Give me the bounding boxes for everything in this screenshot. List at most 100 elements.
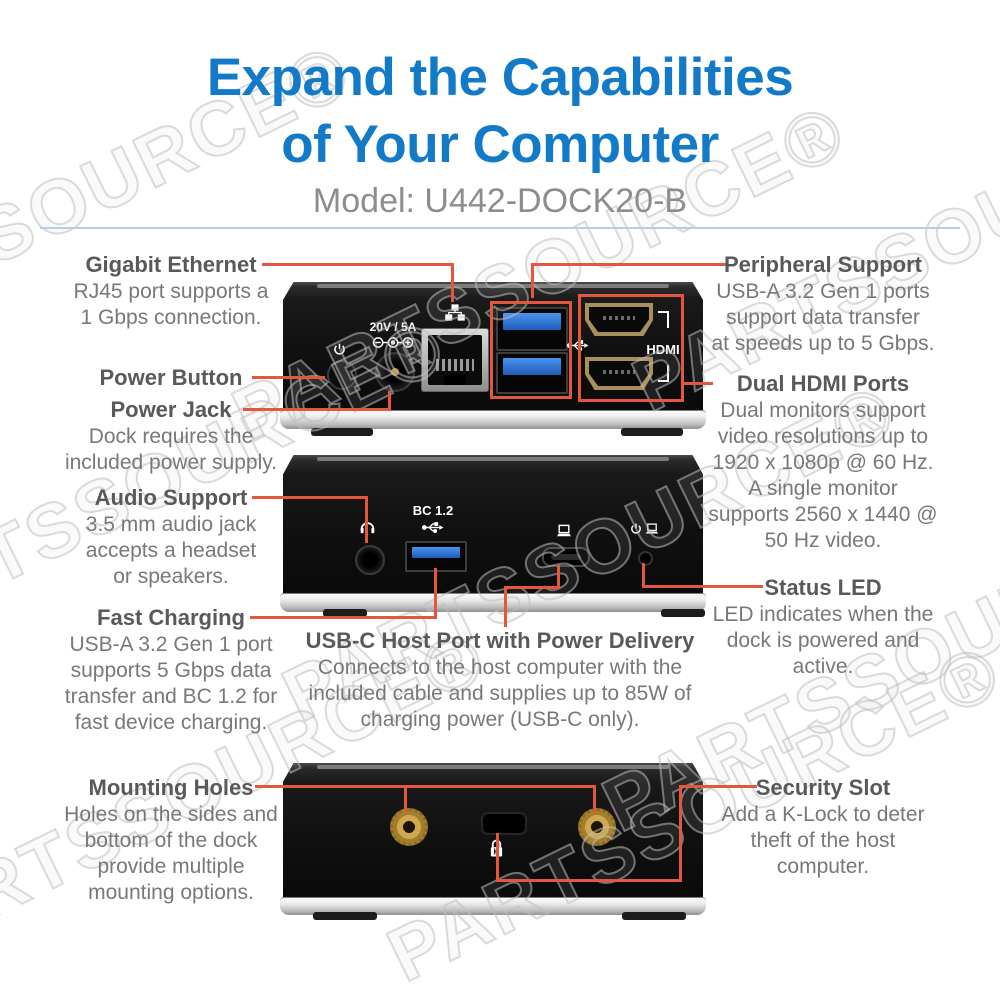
model-number: Model: U442-DOCK20-B bbox=[312, 182, 688, 220]
hdmi-pins bbox=[603, 370, 635, 374]
usb-a-tongue bbox=[412, 547, 460, 558]
power-jack bbox=[375, 352, 415, 392]
usb-icon bbox=[422, 522, 444, 534]
dock-bottom-view: K bbox=[280, 760, 706, 920]
callout-power-button: Power Button bbox=[46, 364, 296, 392]
callout-body: USB-A 3.2 Gen 1 port supports 5 Gbps dat… bbox=[64, 633, 278, 734]
dock-front-view: BC 1.2 bbox=[280, 450, 706, 622]
laptop-icon bbox=[556, 524, 572, 537]
callout-mounting-holes: Mounting Holes Holes on the sides and bo… bbox=[46, 774, 296, 906]
callout-body: 3.5 mm audio jack accepts a headset or s… bbox=[85, 513, 257, 588]
dock-front-body bbox=[283, 455, 703, 593]
mounting-hole bbox=[578, 808, 616, 846]
power-jack-pin bbox=[391, 368, 399, 376]
bc12-label: BC 1.2 bbox=[412, 503, 454, 518]
usb-c-port bbox=[542, 547, 590, 567]
callout-audio-support: Audio Support 3.5 mm audio jack accepts … bbox=[46, 484, 296, 590]
callout-line-gigabit bbox=[451, 263, 454, 302]
dock-edge-highlight bbox=[316, 284, 670, 288]
power-rating-label: 20V / 5A bbox=[369, 320, 417, 334]
hdmi-port bbox=[585, 357, 653, 390]
status-led bbox=[638, 551, 653, 566]
callout-title: Audio Support bbox=[94, 485, 248, 510]
callout-title: Mounting Holes bbox=[88, 775, 254, 800]
dock-edge-highlight bbox=[316, 457, 670, 461]
callout-line-usbc bbox=[557, 565, 560, 589]
callout-line-mounting bbox=[404, 785, 407, 812]
hdmi-pins bbox=[603, 316, 635, 320]
callout-dual-hdmi: Dual HDMI Ports Dual monitors support vi… bbox=[698, 370, 948, 554]
callout-line-power-button bbox=[252, 376, 325, 379]
dock-foot bbox=[323, 609, 367, 617]
hdmi-label: HDMI bbox=[646, 342, 680, 357]
divider-line bbox=[40, 227, 960, 229]
hdmi-port-inner bbox=[589, 361, 649, 386]
callout-line-audio bbox=[252, 496, 367, 499]
callout-line-power-jack bbox=[243, 408, 391, 411]
callout-line-mounting bbox=[255, 785, 596, 788]
callout-title: Power Jack bbox=[110, 397, 232, 422]
hdmi-port bbox=[585, 303, 653, 336]
callout-line-gigabit bbox=[262, 263, 454, 266]
callout-peripheral-support: Peripheral Support USB-A 3.2 Gen 1 ports… bbox=[698, 251, 948, 357]
callout-body: Connects to the host computer with the i… bbox=[308, 656, 692, 731]
callout-power-jack: Power Jack Dock requires the included po… bbox=[46, 396, 296, 476]
callout-line-security bbox=[496, 879, 682, 882]
dock-foot bbox=[313, 912, 377, 920]
dock-bottom-base bbox=[280, 897, 706, 915]
callout-body: RJ45 port supports a 1 Gbps connection. bbox=[73, 280, 269, 329]
callout-line-fast-charging bbox=[434, 568, 437, 619]
dock-foot bbox=[622, 912, 686, 920]
usb-a-tongue bbox=[503, 313, 561, 330]
dock-front-base bbox=[280, 593, 706, 612]
callout-title: Power Button bbox=[99, 365, 243, 390]
security-slot bbox=[481, 812, 527, 835]
callout-line-security bbox=[679, 785, 682, 882]
dock-back-base bbox=[280, 410, 706, 429]
callout-title: Status LED bbox=[764, 575, 882, 600]
power-icon bbox=[334, 343, 345, 355]
callout-line-peripheral bbox=[531, 263, 534, 298]
callout-line-audio bbox=[365, 496, 368, 543]
callout-body: USB-A 3.2 Gen 1 ports support data trans… bbox=[711, 280, 935, 355]
callout-fast-charging: Fast Charging USB-A 3.2 Gen 1 port suppo… bbox=[46, 604, 296, 736]
callout-title: Dual HDMI Ports bbox=[736, 371, 910, 396]
callout-line-fast-charging bbox=[250, 616, 437, 619]
callout-status-led: Status LED LED indicates when the dock i… bbox=[698, 574, 948, 680]
hdmi-bracket bbox=[658, 311, 669, 328]
callout-line-status-led bbox=[642, 563, 645, 588]
callout-title: Peripheral Support bbox=[723, 252, 923, 277]
highlight-box-usb bbox=[490, 301, 572, 399]
callout-line-security bbox=[679, 785, 757, 788]
highlight-box-hdmi bbox=[578, 294, 684, 402]
callout-line-status-led bbox=[642, 585, 763, 588]
callout-body: Holes on the sides and bottom of the doc… bbox=[64, 803, 278, 904]
power-button bbox=[327, 360, 357, 390]
dock-foot bbox=[661, 609, 705, 617]
power-icon bbox=[631, 523, 641, 534]
callout-line-security bbox=[496, 833, 499, 882]
callout-body: Dual monitors support video resolutions … bbox=[708, 399, 938, 552]
callout-line-mounting bbox=[593, 785, 596, 812]
callout-gigabit-ethernet: Gigabit Ethernet RJ45 port supports a 1 … bbox=[46, 251, 296, 331]
callout-line-hdmi bbox=[681, 382, 713, 385]
laptop-icon bbox=[645, 523, 659, 534]
callout-body: LED indicates when the dock is powered a… bbox=[712, 603, 934, 678]
callout-body: Add a K-Lock to deter theft of the host … bbox=[721, 803, 925, 878]
usb-a-tongue bbox=[503, 358, 561, 375]
dock-foot bbox=[621, 428, 683, 436]
audio-jack bbox=[355, 545, 385, 575]
usb-a-port bbox=[496, 307, 568, 351]
usb-a-port bbox=[496, 352, 568, 394]
callout-line-peripheral bbox=[531, 263, 727, 266]
hdmi-bracket bbox=[658, 365, 669, 382]
dock-edge-highlight bbox=[316, 765, 670, 769]
callout-title: Fast Charging bbox=[97, 605, 245, 630]
callout-security-slot: Security Slot Add a K-Lock to deter thef… bbox=[698, 774, 948, 880]
hdmi-port-inner bbox=[589, 307, 649, 332]
callout-title: USB-C Host Port with Power Delivery bbox=[305, 628, 695, 653]
ethernet-icon bbox=[445, 304, 465, 321]
callout-title: Gigabit Ethernet bbox=[85, 252, 257, 277]
mounting-hole bbox=[390, 808, 428, 846]
